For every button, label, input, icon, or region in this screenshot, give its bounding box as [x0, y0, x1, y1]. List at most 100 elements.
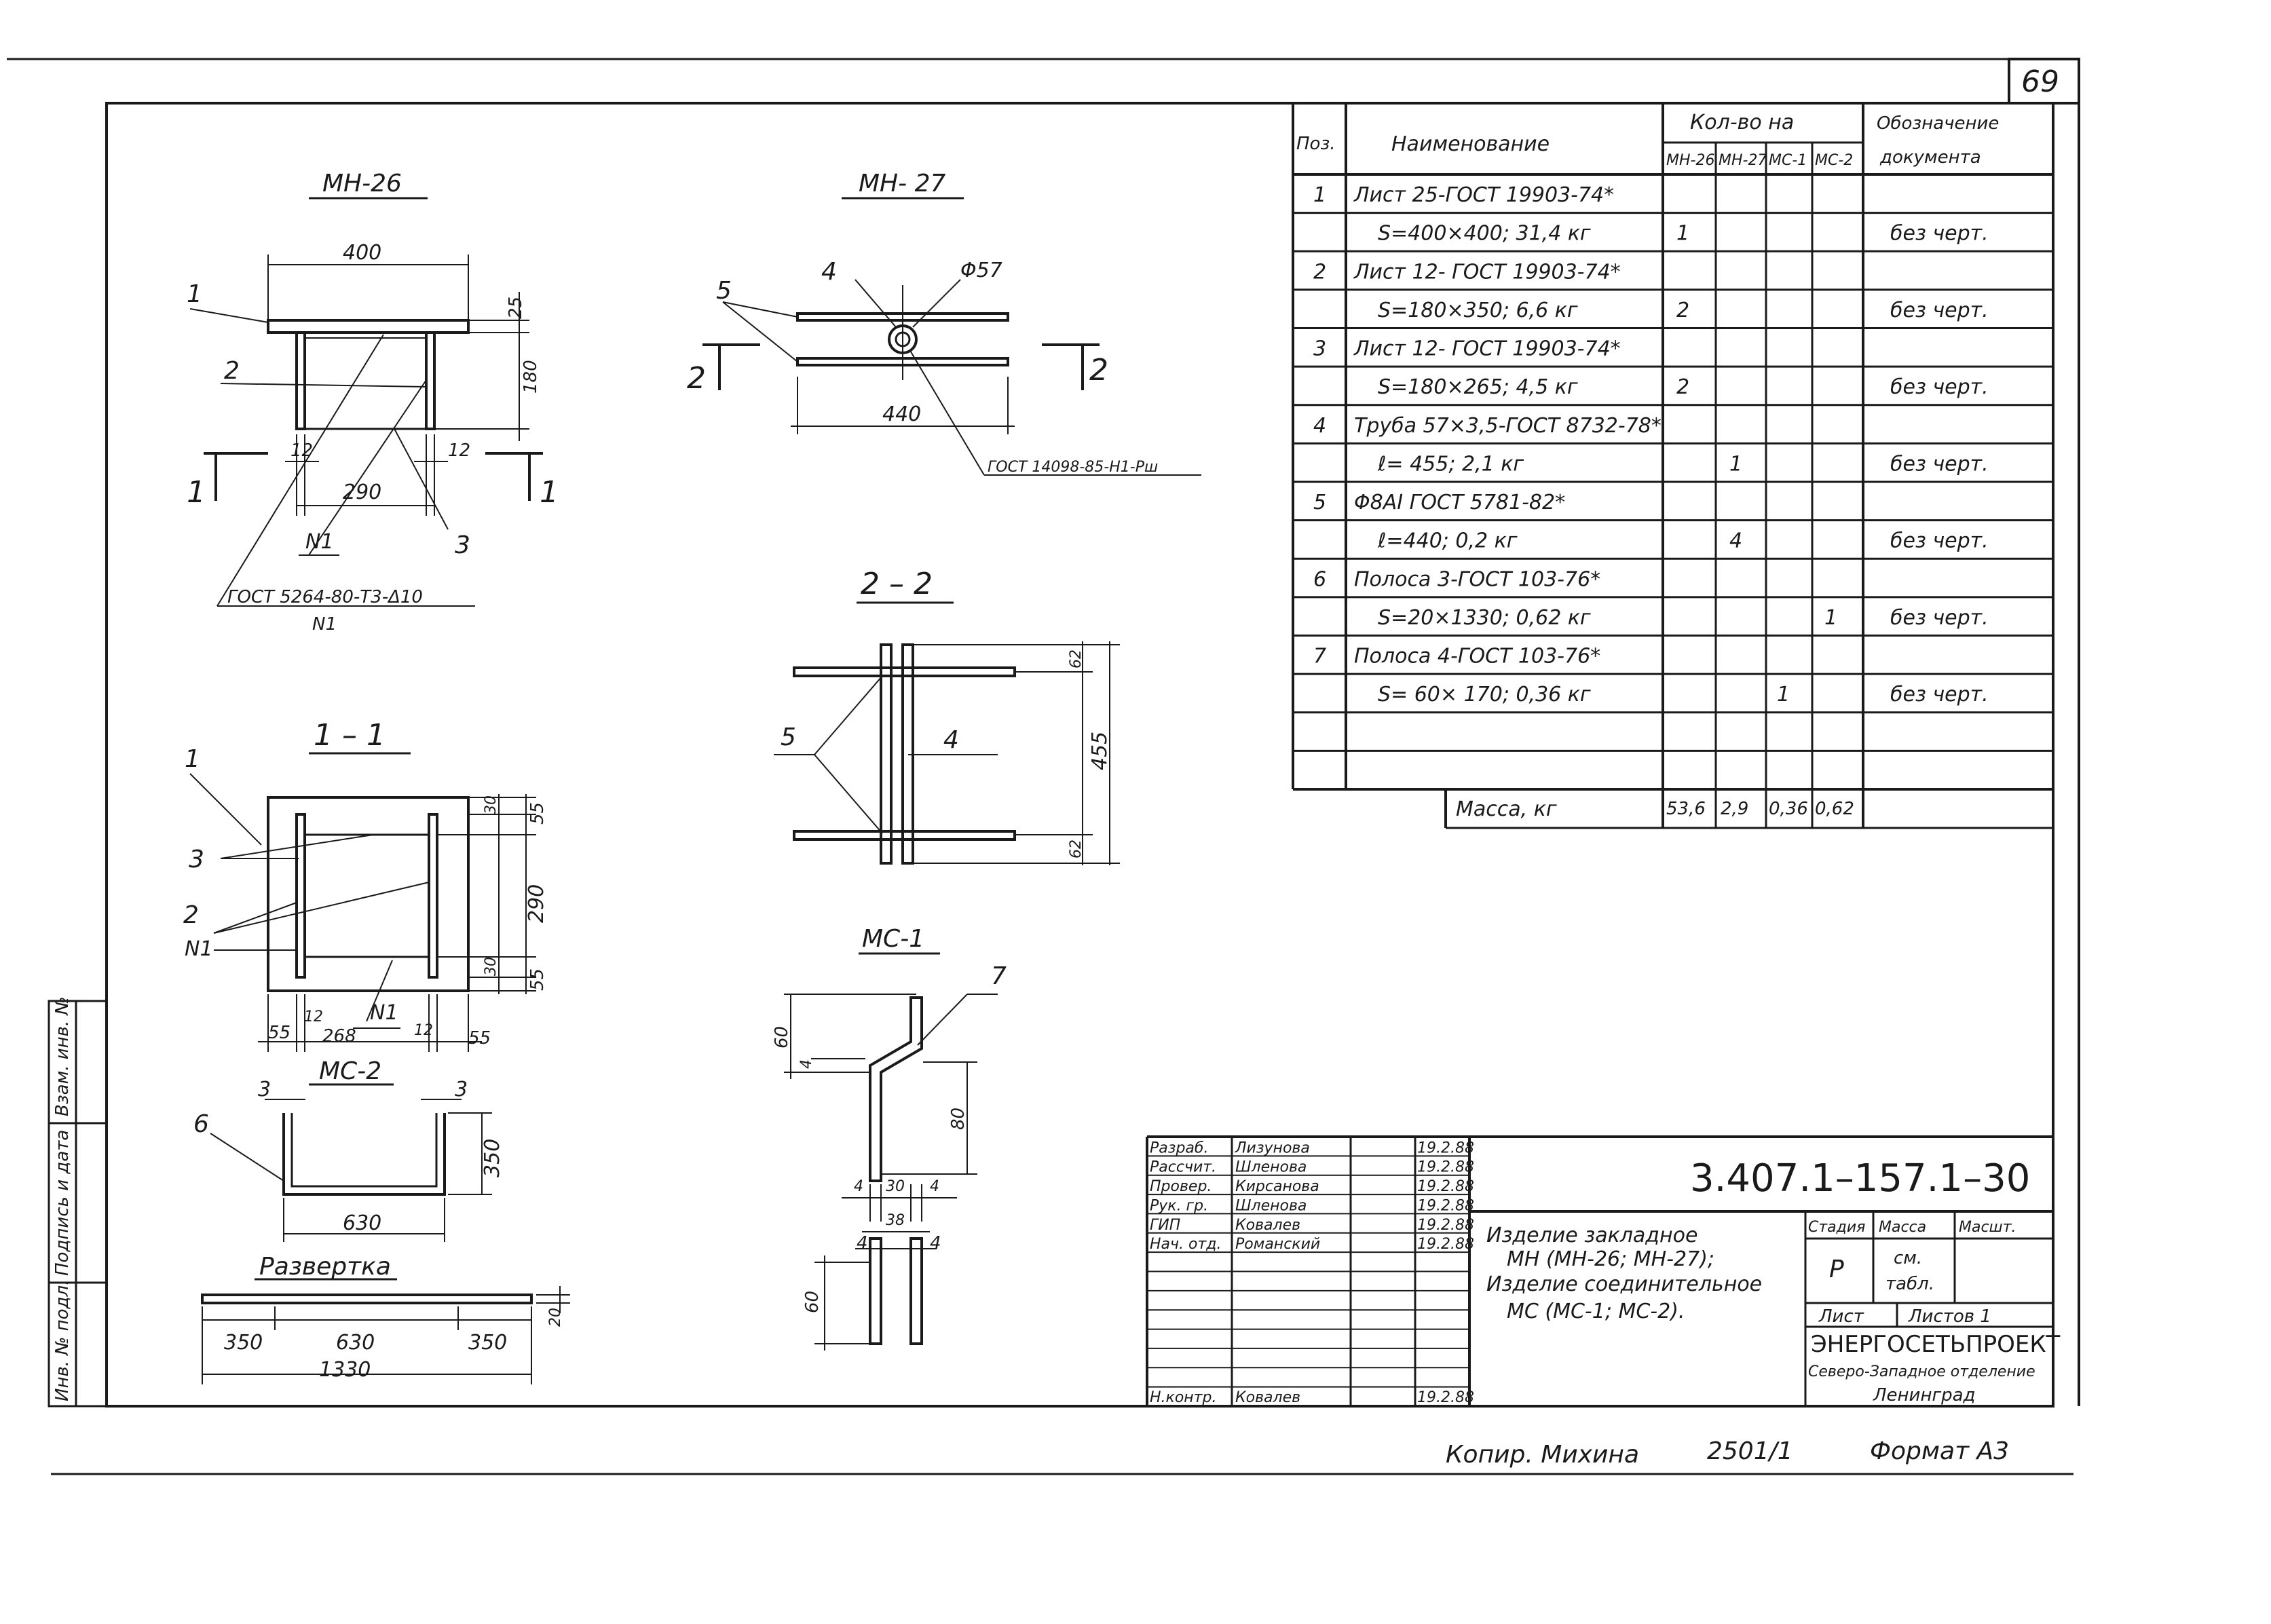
tb-staff-date: 19.2.88 [1417, 1217, 1474, 1234]
sheet-number: 69 [2021, 64, 2059, 99]
spec-row-name: Лист 25-ГОСТ 19903-74* [1353, 183, 1614, 207]
spec-mass-value-2: 0,36 [1769, 799, 1808, 819]
sheet-frame [7, 58, 2080, 1475]
ms2-pos-6: 6 [193, 1110, 209, 1138]
title-block-grid [1146, 1135, 2053, 1406]
sec11-dim-55-bot: 55 [527, 968, 548, 991]
ms1-title: МС-1 [862, 925, 924, 953]
tb-staff-name: Кирсанова [1235, 1178, 1319, 1195]
side-stamp-sign: Подпись и дата [52, 1130, 73, 1276]
spec-row-doc: без черт. [1890, 606, 1989, 630]
tb-staff-date: 19.2.88 [1417, 1178, 1474, 1195]
tb-sheets-label: Листов 1 [1908, 1306, 1991, 1327]
view-ms2 [210, 1083, 492, 1242]
sec11-dim-30-bot: 30 [483, 957, 500, 976]
tb-staff-date: 19.2.88 [1417, 1159, 1474, 1176]
spec-row-name: Полоса 4-ГОСТ 103-76* [1354, 645, 1600, 668]
tb-sheet-label: Лист [1818, 1306, 1864, 1327]
spec-row-name: S=20×1330; 0,62 кг [1378, 606, 1591, 630]
sec11-dim-268: 268 [322, 1026, 356, 1046]
ms1-dim-60-top: 60 [772, 1026, 792, 1049]
tb-staff-name: Шленова [1235, 1159, 1307, 1176]
sec11-dim-30-top: 30 [483, 795, 500, 814]
mn26-pos-3: 3 [455, 531, 470, 559]
mn26-dim-width: 400 [343, 241, 381, 265]
tb-desc-1: Изделие закладное [1486, 1224, 1697, 1247]
tb-staff-role: Рассчит. [1150, 1159, 1216, 1176]
spec-mass-label: Масса, кг [1456, 797, 1557, 821]
spec-row-pos: 5 [1313, 491, 1326, 514]
razvertka-dim-1330: 1330 [319, 1358, 371, 1382]
side-stamp-vzam: Взам. инв. № [52, 996, 73, 1116]
tb-staff-date: 19.2.88 [1417, 1236, 1474, 1253]
mn26-section-left: 1 [187, 475, 206, 510]
spec-mass-value-0: 53,6 [1666, 799, 1706, 819]
title-block-row-lines [1147, 1155, 1469, 1407]
mn26-dim-290: 290 [343, 480, 381, 504]
spec-row-pos: 1 [1313, 183, 1326, 207]
sec11-title: 1 – 1 [314, 718, 386, 753]
ms2-dim-3-right: 3 [455, 1078, 468, 1101]
ms1-pos-7: 7 [991, 962, 1007, 990]
footer-format: Формат А3 [1870, 1437, 2009, 1465]
mn27-section-right: 2 [1089, 353, 1108, 388]
razvertka-dim-350-left: 350 [224, 1331, 263, 1355]
spec-header-sub-3: МС-2 [1815, 152, 1853, 169]
razvertka-dim-350-right: 350 [468, 1331, 507, 1355]
mn26-dim-height: 180 [521, 360, 541, 394]
spec-table-rows: 1 Лист 25-ГОСТ 19903-74* S=400×400; 31,4 к… [1313, 183, 1989, 706]
razvertka-dim-20: 20 [547, 1308, 564, 1327]
tb-staff-name: Ковалев [1235, 1217, 1300, 1234]
ms2-title: МС-2 [319, 1057, 381, 1085]
tb-desc-4: МС (МС-1; МС-2). [1507, 1300, 1685, 1323]
spec-row-name: S=180×265; 4,5 кг [1378, 375, 1578, 399]
spec-header-doc-1: Обозначение [1877, 113, 1999, 134]
tb-org-3: Ленинград [1873, 1385, 1976, 1405]
spec-header-sub-1: МН-27 [1719, 152, 1767, 169]
sec11-pos-1: 1 [185, 745, 200, 773]
spec-table-grid [1292, 103, 2054, 829]
footer-copy: Копир. Михина [1446, 1441, 1639, 1469]
ms1-dim-38: 38 [886, 1212, 905, 1229]
spec-row-qty: 1 [1676, 222, 1689, 246]
spec-row-name: ℓ=440; 0,2 кг [1377, 529, 1518, 553]
spec-row-doc: без черт. [1890, 452, 1989, 476]
tb-org-2: Северо-Западное отделение [1808, 1363, 2035, 1380]
spec-header-pos: Поз. [1296, 134, 1336, 154]
tb-staff-role: Нач. отд. [1150, 1236, 1222, 1253]
spec-row-qty: 4 [1729, 529, 1742, 553]
spec-row-doc: без черт. [1890, 375, 1989, 399]
mn26-pos-2: 2 [224, 357, 240, 385]
tb-scale-label: Масшт. [1959, 1219, 2016, 1236]
view-mn27 [702, 197, 1201, 476]
tb-staff-name: Лизунова [1235, 1139, 1310, 1156]
spec-header-name: Наименование [1391, 132, 1550, 156]
footer-order: 2501/1 [1707, 1437, 1793, 1465]
view-ms1 [784, 952, 998, 1351]
sec11-pos-2: 2 [183, 901, 199, 929]
view-section-2-2 [774, 601, 1120, 865]
spec-header-qty: Кол-во на [1690, 111, 1794, 134]
spec-mass-value-3: 0,62 [1815, 799, 1854, 819]
tb-nkontr-date: 19.2.88 [1417, 1389, 1474, 1406]
mn26-weld: N1 [305, 530, 334, 554]
sec11-dim-12-right: 12 [414, 1022, 433, 1039]
razvertka-title: Развертка [259, 1253, 391, 1281]
spec-row-name: Полоса 3-ГОСТ 103-76* [1354, 567, 1600, 591]
spec-row-name: S=400×400; 31,4 кг [1378, 222, 1591, 246]
ms2-dim-630: 630 [343, 1211, 381, 1235]
mn26-pos-1: 1 [187, 280, 202, 308]
spec-header-sub-0: МН-26 [1666, 152, 1714, 169]
ms1-dim-4-e: 4 [930, 1233, 941, 1253]
sec11-weld-2: N1 [370, 1001, 398, 1025]
spec-header-sub-2: МС-1 [1769, 152, 1807, 169]
spec-row-doc: без черт. [1890, 683, 1989, 706]
spec-row-name: S= 60× 170; 0,36 кг [1378, 683, 1591, 706]
mn26-dim-top: 25 [506, 297, 526, 319]
sec11-pos-3: 3 [189, 846, 204, 873]
mn26-weld-note-sub: N1 [312, 614, 337, 635]
sec22-title: 2 – 2 [861, 567, 933, 601]
tb-mass-val-1: см. [1894, 1248, 1922, 1268]
sec22-dim-62-top: 62 [1068, 649, 1085, 668]
